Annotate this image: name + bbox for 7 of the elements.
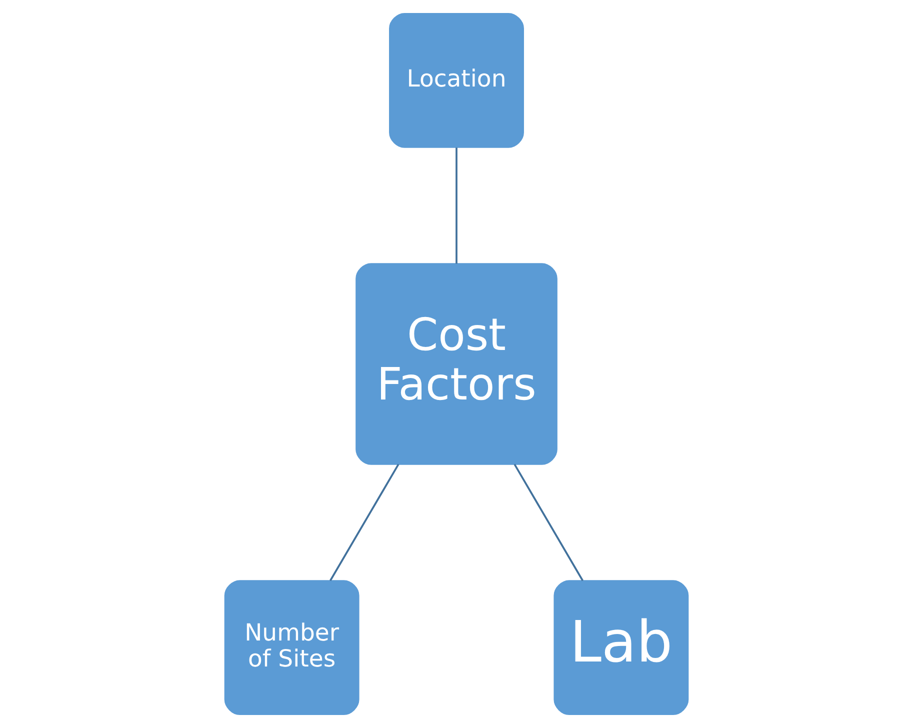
node-box: Location (388, 12, 524, 148)
connector (329, 464, 399, 582)
node-box: Number of Sites (224, 580, 359, 716)
node-box: Lab (553, 580, 688, 716)
connector (513, 464, 583, 582)
node-box: Cost Factors (355, 263, 557, 465)
connector (455, 148, 457, 264)
